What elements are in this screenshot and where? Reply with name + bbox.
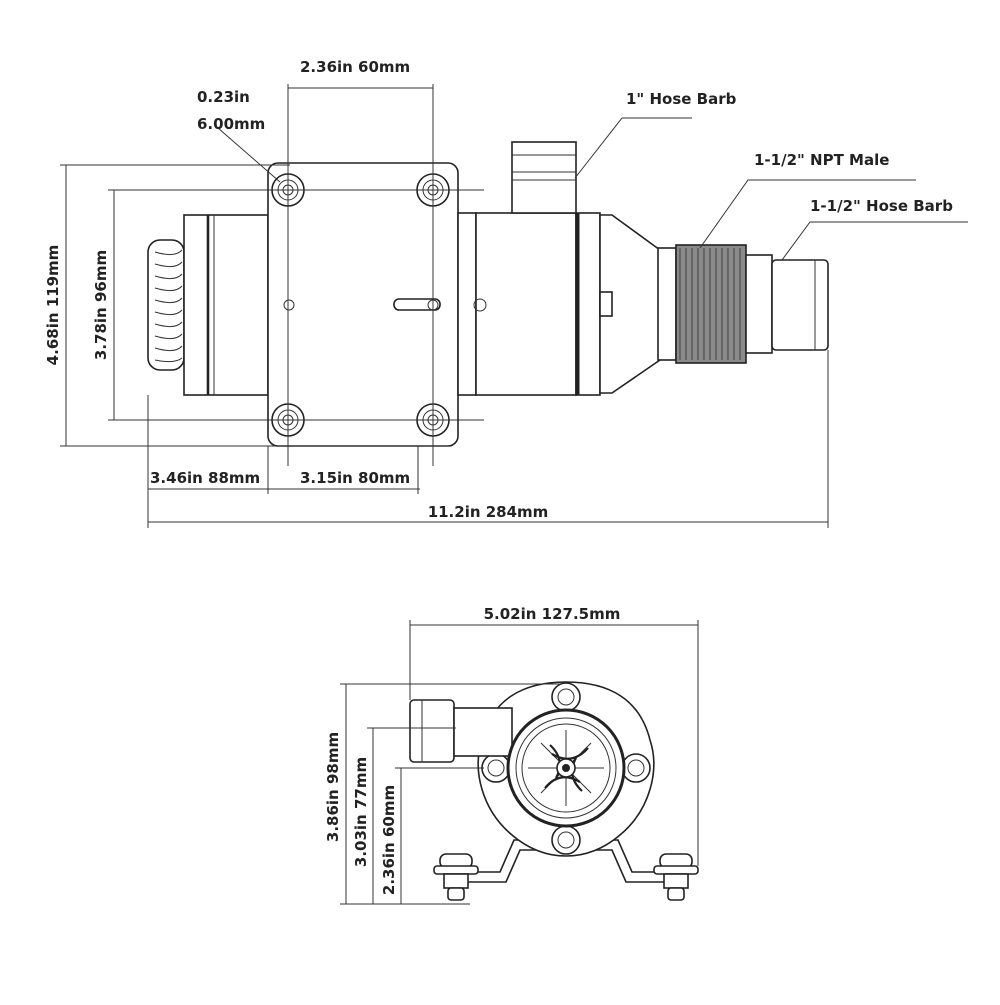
dim-front-h3-label: 2.36in 60mm [380, 785, 398, 895]
mounting-bracket [433, 839, 699, 901]
dim-hole-inch-label: 0.23in [197, 88, 250, 106]
mounting-flange [267, 162, 459, 447]
impeller-window [506, 708, 626, 828]
dim-top-label: 2.36in 60mm [300, 58, 410, 76]
dim-height-inner-label: 3.78in 96mm [92, 250, 110, 360]
dim-front-width-label: 5.02in 127.5mm [484, 605, 621, 623]
dim-height-outer-label: 4.68in 119mm [44, 245, 62, 366]
dim-total-length-label: 11.2in 284mm [428, 503, 549, 521]
front-dimension-lines [340, 620, 699, 905]
outlet-neck [599, 214, 661, 394]
callout-hose-barb-1-5in: 1-1/2" Hose Barb [810, 197, 953, 215]
dim-bottom-mid-label: 3.15in 80mm [300, 469, 410, 487]
hose-barb-1in [511, 141, 577, 214]
dim-front-h1-label: 3.86in 98mm [324, 732, 342, 842]
dim-front-h2-label: 3.03in 77mm [352, 757, 370, 867]
pump-head [457, 212, 601, 396]
side-view: 2.36in 60mm 0.23in 6.00mm 4.68in 119mm 3… [44, 58, 968, 528]
hose-barb-1-5in [771, 259, 829, 351]
dim-bottom-left-label: 3.46in 88mm [150, 469, 260, 487]
callout-leaders [574, 117, 968, 261]
motor-housing [183, 214, 269, 396]
callout-npt-male: 1-1/2" NPT Male [754, 151, 889, 169]
callout-hose-barb-1in: 1" Hose Barb [626, 90, 737, 108]
side-dimension-lines [60, 84, 829, 528]
front-hose-barb [409, 699, 513, 763]
motor-end-cap [147, 239, 185, 371]
front-view: 5.02in 127.5mm 3.86in 98mm 3.03in 77mm 2… [324, 605, 699, 905]
dim-hole-mm-label: 6.00mm [197, 115, 265, 133]
npt-thread [657, 244, 773, 364]
